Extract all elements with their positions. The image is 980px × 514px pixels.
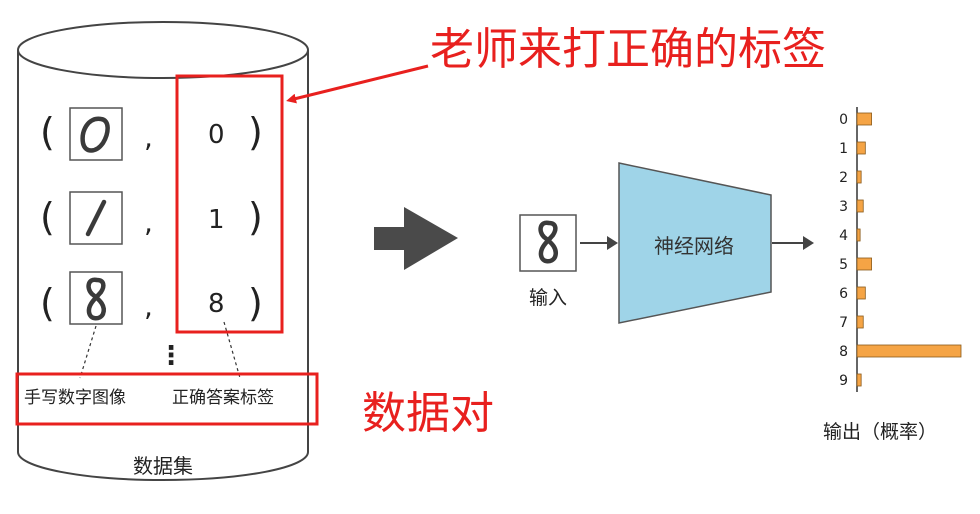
open-paren: ( bbox=[40, 195, 55, 239]
class-tick-label: 8 bbox=[839, 344, 848, 360]
probability-bar bbox=[856, 141, 866, 155]
handwritten-image-caption: 手写数字图像 bbox=[24, 388, 126, 408]
more-rows-ellipsis: ⋮ bbox=[158, 341, 184, 371]
correct-label-caption: 正确答案标签 bbox=[172, 388, 274, 408]
network-input-image bbox=[519, 214, 577, 272]
class-tick-label: 9 bbox=[839, 373, 848, 389]
label-column-highlight bbox=[175, 74, 284, 334]
neural-network-block bbox=[618, 162, 772, 324]
teacher-labels-annotation: 老师来打正确的标签 bbox=[430, 24, 826, 75]
input-arrowhead-icon bbox=[607, 236, 618, 250]
data-pair-row: ( , 1 ) bbox=[40, 191, 263, 245]
digit-image bbox=[69, 191, 123, 245]
correct-label: 0 bbox=[208, 120, 225, 150]
probability-bar bbox=[856, 170, 862, 184]
handwritten-eight-stroke bbox=[86, 277, 106, 321]
image-caption-leader bbox=[79, 325, 97, 379]
probability-bar bbox=[856, 112, 872, 126]
comma: , bbox=[144, 206, 153, 239]
digit-image bbox=[69, 271, 123, 325]
probability-bar bbox=[856, 344, 962, 358]
output-probability-chart: 0 1 2 3 4 5 6 7 8 9 bbox=[839, 107, 962, 392]
cylinder-body bbox=[17, 50, 309, 481]
class-tick-label: 0 bbox=[839, 112, 848, 128]
class-tick-label: 4 bbox=[839, 228, 848, 244]
class-tick-label: 2 bbox=[839, 170, 848, 186]
class-tick-label: 6 bbox=[839, 286, 848, 302]
class-tick-label: 5 bbox=[839, 257, 848, 273]
class-tick-label: 7 bbox=[839, 315, 848, 331]
flow-arrow-icon bbox=[374, 207, 458, 270]
data-pair-row: ( , 0 ) bbox=[40, 107, 263, 161]
handwritten-zero-stroke bbox=[80, 116, 110, 153]
handwritten-one-stroke bbox=[85, 199, 107, 237]
teacher-arrow bbox=[286, 64, 429, 104]
open-paren: ( bbox=[40, 110, 55, 154]
probability-bar bbox=[856, 373, 862, 387]
caption-row-highlight bbox=[15, 372, 319, 426]
class-tick-label: 1 bbox=[839, 141, 848, 157]
label-caption-leader bbox=[223, 321, 241, 379]
output-label: 输出（概率） bbox=[823, 421, 937, 443]
neural-network-label: 神经网络 bbox=[654, 234, 734, 258]
probability-bar bbox=[856, 257, 872, 271]
class-tick-label: 3 bbox=[839, 199, 848, 215]
probability-bar bbox=[856, 315, 864, 329]
correct-label: 8 bbox=[208, 289, 225, 319]
correct-label: 1 bbox=[208, 205, 225, 235]
output-arrowhead-icon bbox=[803, 236, 814, 250]
comma: , bbox=[144, 121, 153, 154]
probability-bar bbox=[856, 199, 864, 213]
comma: , bbox=[144, 290, 153, 323]
cylinder-top bbox=[17, 21, 309, 79]
input-eight-stroke bbox=[538, 220, 558, 264]
probability-bar bbox=[856, 228, 861, 242]
data-pair-row: ( , 8 ) bbox=[40, 271, 263, 325]
close-paren: ) bbox=[248, 110, 263, 154]
dataset-title: 数据集 bbox=[133, 454, 193, 478]
dataset-cylinder bbox=[17, 21, 309, 481]
data-pairs-annotation: 数据对 bbox=[362, 388, 494, 439]
close-paren: ) bbox=[248, 281, 263, 325]
input-label: 输入 bbox=[529, 287, 567, 309]
close-paren: ) bbox=[248, 195, 263, 239]
probability-bar bbox=[856, 286, 866, 300]
open-paren: ( bbox=[40, 281, 55, 325]
digit-image bbox=[69, 107, 123, 161]
